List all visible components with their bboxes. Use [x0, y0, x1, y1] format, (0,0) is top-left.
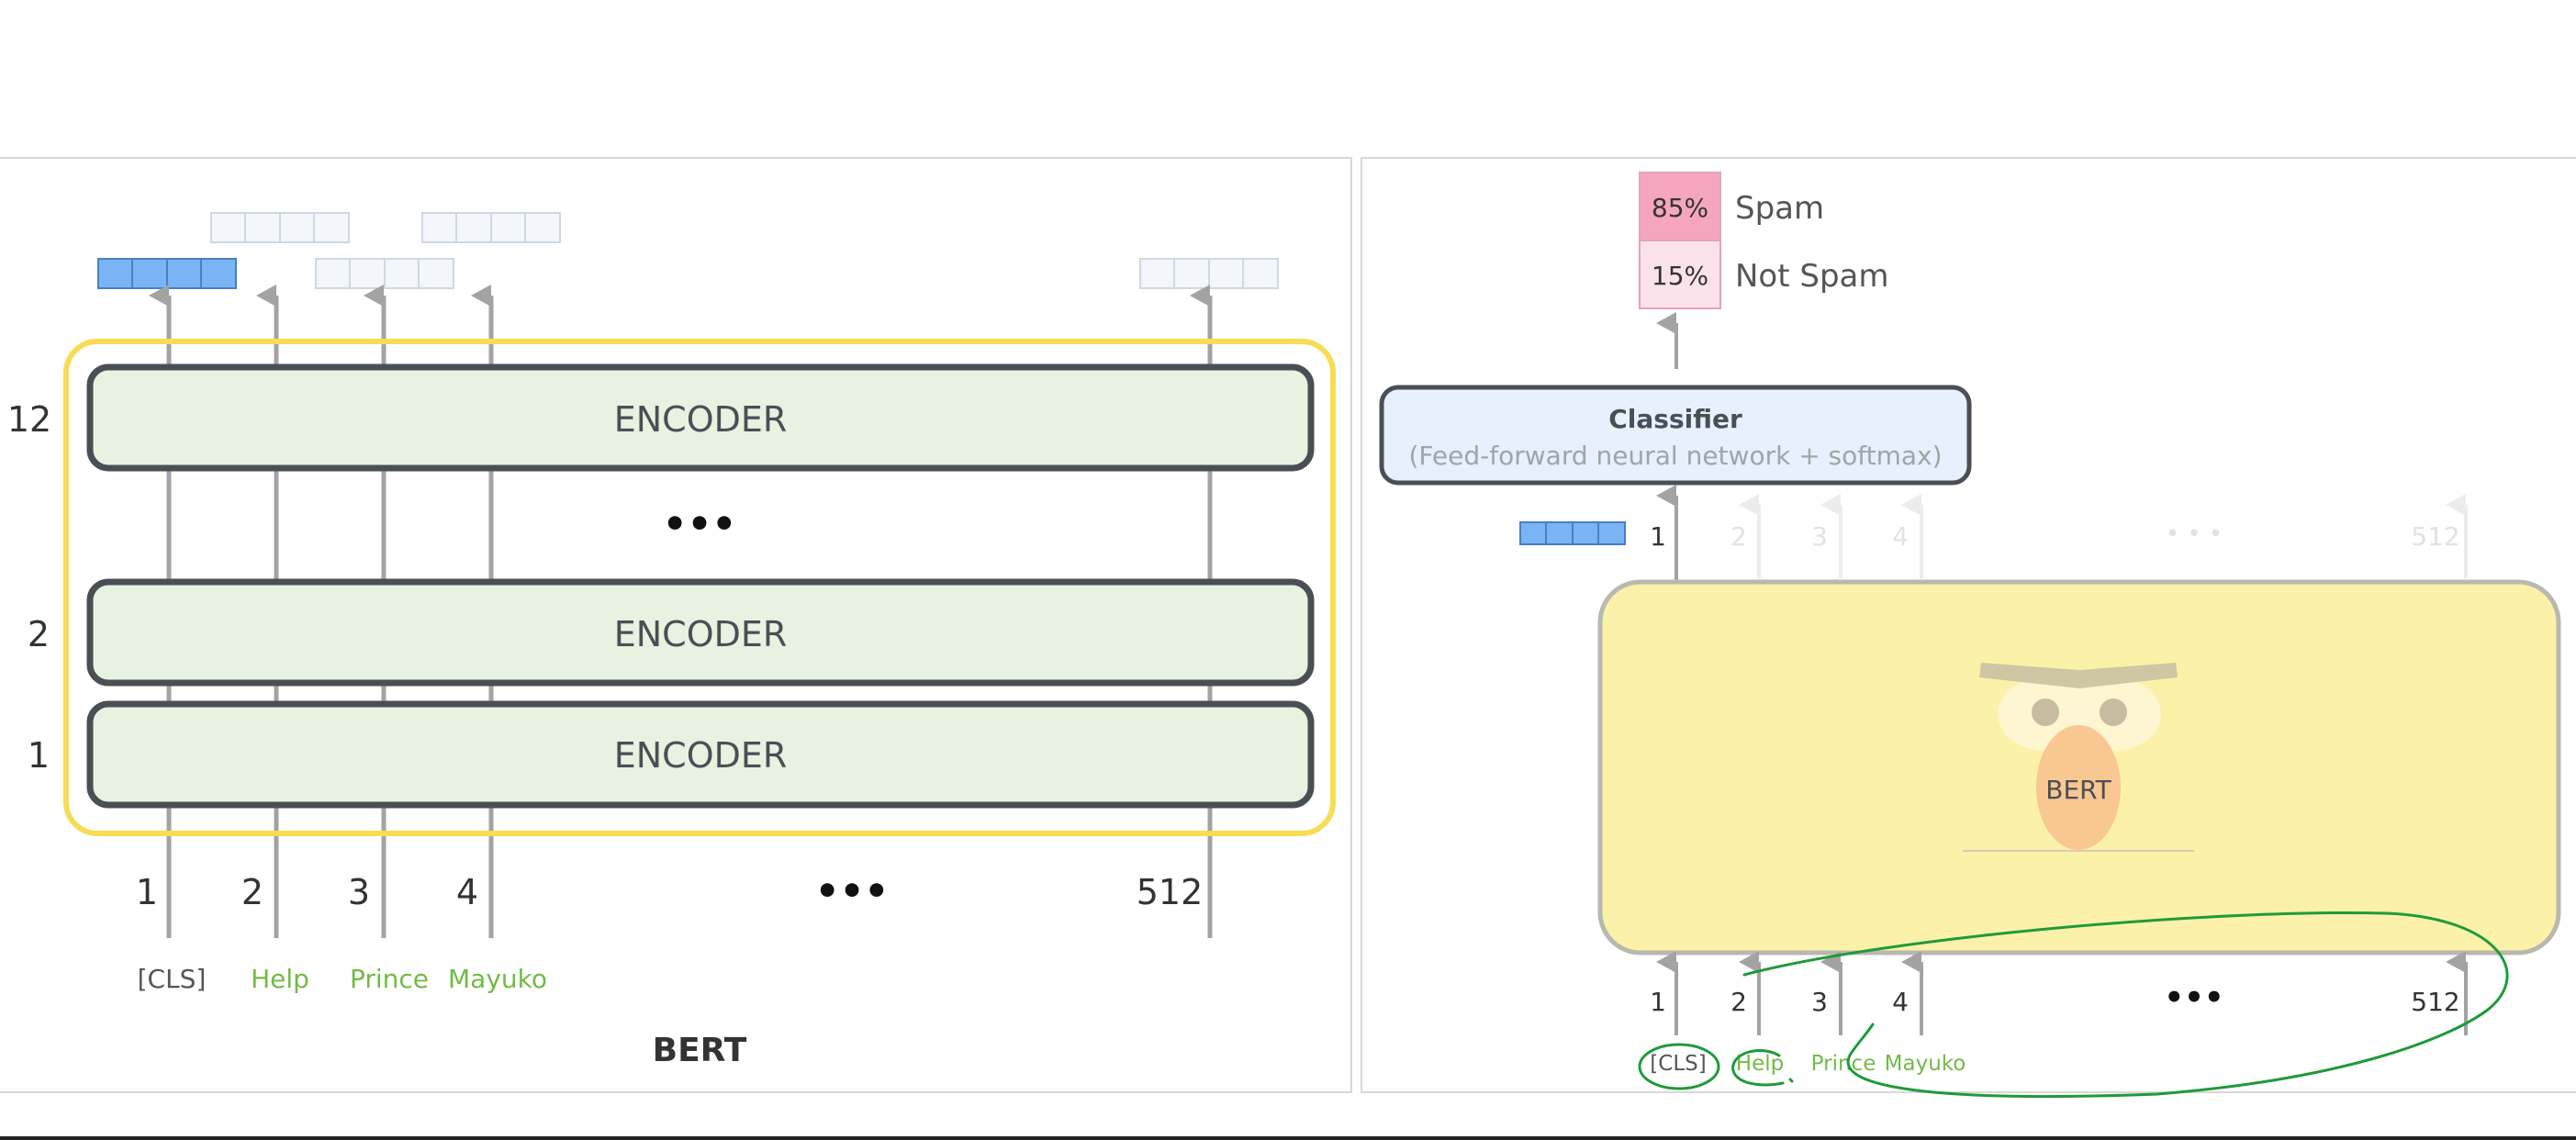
- not-spam-output: 15% Not Spam: [1639, 240, 1889, 309]
- handwritten-annotations: [1638, 911, 2509, 1099]
- not-spam-percent: 15%: [1652, 261, 1708, 291]
- encoder-label: ENCODER: [614, 614, 788, 654]
- position-1: 1: [136, 872, 158, 912]
- position-512: 512: [1137, 872, 1204, 912]
- right-token-cls: [CLS]: [1650, 1052, 1706, 1076]
- bottom-position-512: 512: [2411, 987, 2459, 1017]
- layer-number-2: 2: [28, 614, 50, 654]
- classifier-title: Classifier: [1608, 404, 1742, 434]
- output-vectors: [97, 212, 1279, 289]
- spam-output: 85% Spam: [1639, 172, 1824, 241]
- classifier-box: Classifier (Feed-forward neural network …: [1379, 385, 1972, 486]
- position-4: 4: [456, 872, 478, 912]
- cls-output-vector: [97, 258, 237, 289]
- encoder-label: ENCODER: [614, 399, 788, 440]
- token-mayuko: Mayuko: [448, 964, 547, 994]
- position-3: 3: [348, 872, 370, 912]
- encoder-layer-1: ENCODER: [86, 700, 1315, 809]
- bottom-position-4: 4: [1892, 987, 1909, 1017]
- layer-number-12: 12: [7, 399, 51, 440]
- classifier-subtitle: (Feed-forward neural network + softmax): [1408, 441, 1942, 471]
- encoder-layer-12: ENCODER: [86, 363, 1315, 472]
- right-token-help: Help: [1736, 1052, 1784, 1076]
- right-token-prince: Prince: [1811, 1052, 1876, 1076]
- token-help: Help: [251, 964, 309, 994]
- not-spam-label: Not Spam: [1735, 258, 1889, 295]
- bert-stack-highlight: [63, 339, 1336, 836]
- bert-model-box: BERT: [1597, 579, 2561, 956]
- position-ellipsis: •••: [815, 868, 890, 913]
- faint-output-vector: [210, 212, 1279, 289]
- layer-number-1: 1: [28, 735, 50, 776]
- help-circle-annotation: [1731, 1049, 1785, 1087]
- bottom-position-2: 2: [1730, 987, 1747, 1017]
- top-position-512: 512: [2411, 521, 2459, 552]
- bottom-position-3: 3: [1811, 987, 1828, 1017]
- cls-feature-vector: [1519, 521, 1626, 545]
- top-position-4: 4: [1892, 521, 1909, 552]
- bert-character-illustration: BERT: [1963, 663, 2194, 852]
- dot-annotation: [1788, 1078, 1794, 1083]
- bert-caption: BERT: [653, 1032, 747, 1069]
- top-position-2: 2: [1730, 521, 1747, 552]
- right-token-mayuko: Mayuko: [1885, 1052, 1966, 1076]
- bert-model-label: BERT: [2045, 775, 2111, 805]
- encoder-layer-2: ENCODER: [86, 578, 1315, 687]
- cls-circle-annotation: [1638, 1043, 1720, 1090]
- faint-top-arrows: [1739, 494, 2468, 578]
- top-position-1: 1: [1650, 521, 1666, 552]
- token-prince: Prince: [350, 964, 429, 994]
- spam-label: Spam: [1735, 190, 1824, 227]
- layer-ellipsis: •••: [663, 501, 737, 546]
- top-position-3: 3: [1811, 521, 1828, 552]
- encoder-label: ENCODER: [614, 735, 788, 776]
- spam-percent: 85%: [1652, 193, 1708, 223]
- sweeping-loop-annotation: [1742, 911, 2509, 1099]
- position-2: 2: [241, 872, 263, 912]
- bottom-ellipsis: •••: [2164, 979, 2223, 1016]
- token-cls: [CLS]: [138, 964, 207, 994]
- top-ellipsis: • • •: [2166, 520, 2223, 548]
- bottom-position-1: 1: [1650, 987, 1666, 1017]
